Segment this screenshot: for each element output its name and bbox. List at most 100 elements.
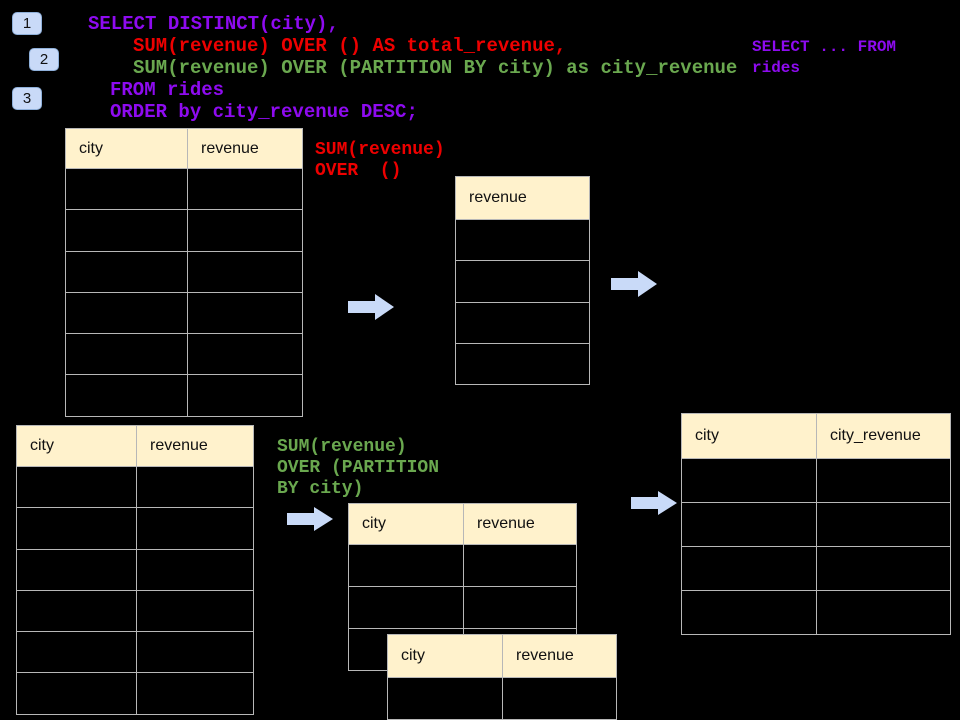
table-rides-input-total: city revenue (65, 128, 303, 417)
step-badge-3: 3 (12, 87, 42, 110)
column-header: city (17, 426, 137, 466)
column-header: city (682, 414, 817, 458)
table-cell (817, 459, 950, 502)
table-cell (456, 220, 589, 260)
label-sum-over-partition: SUM(revenue) OVER (PARTITION BY city) (277, 437, 439, 500)
step-badge-1: 1 (12, 12, 42, 35)
table-cell (17, 632, 137, 673)
table-cell (137, 673, 253, 713)
note-line-1: SELECT ... FROM (752, 38, 897, 56)
note-select-from-rides: SELECT ... FROM rides (752, 37, 896, 79)
note-line-2: rides (752, 59, 801, 77)
table-total-revenue-output: revenue (455, 176, 590, 386)
table-cell (388, 678, 503, 719)
table-cell (817, 547, 950, 590)
table-row (17, 507, 253, 549)
table-row (66, 333, 302, 375)
sql-line-city-revenue: SUM(revenue) OVER (PARTITION BY city) as… (133, 57, 738, 79)
table-cell (464, 587, 576, 628)
table-header-row: city revenue (66, 129, 302, 168)
table-row (456, 342, 589, 385)
table-row (17, 466, 253, 508)
column-header: city (349, 504, 464, 544)
column-header: city (388, 635, 503, 677)
column-header: city_revenue (830, 427, 921, 444)
table-row (17, 548, 253, 590)
column-header: city (66, 129, 188, 168)
column-header: revenue (150, 437, 208, 454)
table-cell (464, 545, 576, 586)
table-cell (66, 334, 188, 375)
table-cell (66, 169, 188, 210)
table-row (66, 374, 302, 416)
table-city-revenue-output: city city_revenue (681, 413, 951, 635)
table-row (349, 544, 576, 586)
table-row (17, 631, 253, 673)
flow-arrow-4-icon (631, 491, 677, 515)
table-cell (349, 545, 464, 586)
table-rides-input-partition: city revenue (16, 425, 254, 715)
table-header-row: city revenue (17, 426, 253, 466)
table-row (17, 589, 253, 632)
sql-line-from: FROM rides (110, 79, 225, 101)
table-cell (456, 344, 589, 384)
table-cell (66, 251, 188, 292)
label-sum-over-total: SUM(revenue) OVER () (315, 140, 445, 182)
table-cell (17, 673, 137, 714)
table-header-row: revenue (456, 177, 589, 219)
flow-arrow-2-icon (611, 271, 657, 297)
label-partition-line-2: OVER (PARTITION (277, 458, 440, 478)
table-row (682, 590, 950, 634)
table-cell (17, 590, 137, 632)
table-row (349, 586, 576, 628)
flow-arrow-3-icon (287, 507, 333, 531)
table-cell (682, 459, 817, 502)
table-cell (188, 169, 302, 209)
table-cell (17, 549, 137, 590)
table-cell (188, 293, 302, 333)
table-cell (137, 591, 253, 631)
table-cell (188, 334, 302, 374)
table-cell (349, 587, 464, 628)
table-header-row: city city_revenue (682, 414, 950, 458)
step-badge-2: 2 (29, 48, 59, 71)
table-row (456, 219, 589, 261)
table-cell (188, 375, 302, 415)
table-row (66, 209, 302, 251)
table-cell (66, 210, 188, 251)
label-partition-line-1: SUM(revenue) (277, 437, 407, 457)
table-cell (188, 210, 302, 250)
label-total-line-2: OVER () (315, 161, 402, 181)
table-cell (503, 678, 616, 719)
table-row (66, 250, 302, 292)
table-row (456, 301, 589, 343)
table-row (456, 260, 589, 302)
table-cell (137, 508, 253, 548)
table-row (682, 458, 950, 502)
table-cell (188, 252, 302, 292)
column-header: revenue (469, 189, 527, 206)
table-cell (682, 591, 817, 634)
sql-line-select: SELECT DISTINCT(city), (88, 13, 339, 35)
table-cell (682, 547, 817, 590)
sql-line-order-by: ORDER by city_revenue DESC; (110, 101, 418, 123)
column-header: revenue (201, 139, 259, 157)
table-cell (817, 503, 950, 546)
table-row (388, 677, 616, 719)
label-total-line-1: SUM(revenue) (315, 140, 445, 160)
table-row (66, 291, 302, 334)
table-cell (456, 303, 589, 343)
flow-arrow-1-icon (348, 294, 394, 320)
table-cell (17, 508, 137, 549)
sql-line-total-revenue: SUM(revenue) OVER () AS total_revenue, (133, 35, 567, 57)
table-cell (17, 467, 137, 508)
table-cell (66, 292, 188, 334)
table-cell (137, 550, 253, 590)
table-cell (137, 467, 253, 507)
label-partition-line-3: BY city) (277, 479, 364, 499)
